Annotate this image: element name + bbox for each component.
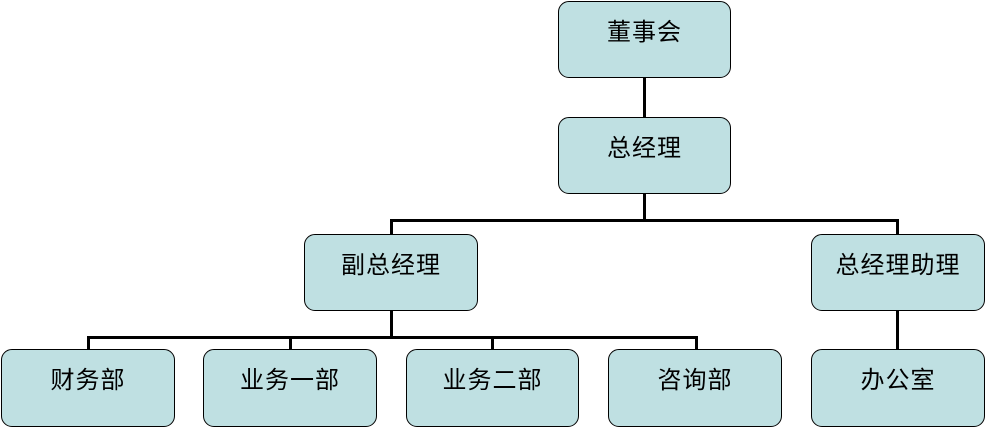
node-business-dept-1: 业务一部 xyxy=(203,349,377,427)
connector-board-to-gm xyxy=(643,77,646,118)
node-consulting-dept: 咨询部 xyxy=(608,349,782,427)
connector-deputy-down xyxy=(390,309,393,339)
node-general-manager: 总经理 xyxy=(558,117,731,194)
connector-to-business-2 xyxy=(491,336,494,350)
connector-to-business-1 xyxy=(289,336,292,350)
node-gm-assistant: 总经理助理 xyxy=(811,234,985,311)
node-business-dept-2: 业务二部 xyxy=(406,349,579,427)
node-board: 董事会 xyxy=(558,1,731,78)
node-deputy-general-manager: 副总经理 xyxy=(304,234,478,311)
connector-assistant-to-office xyxy=(896,309,899,350)
connector-to-assistant xyxy=(896,219,899,236)
connector-gm-down xyxy=(643,192,646,221)
connector-to-consulting xyxy=(695,336,698,350)
connector-deputy-branch xyxy=(87,336,698,339)
connector-gm-branch xyxy=(390,219,899,222)
connector-to-finance xyxy=(87,336,90,350)
connector-to-deputy xyxy=(390,219,393,236)
node-finance-dept: 财务部 xyxy=(1,349,175,427)
node-office: 办公室 xyxy=(811,349,985,427)
